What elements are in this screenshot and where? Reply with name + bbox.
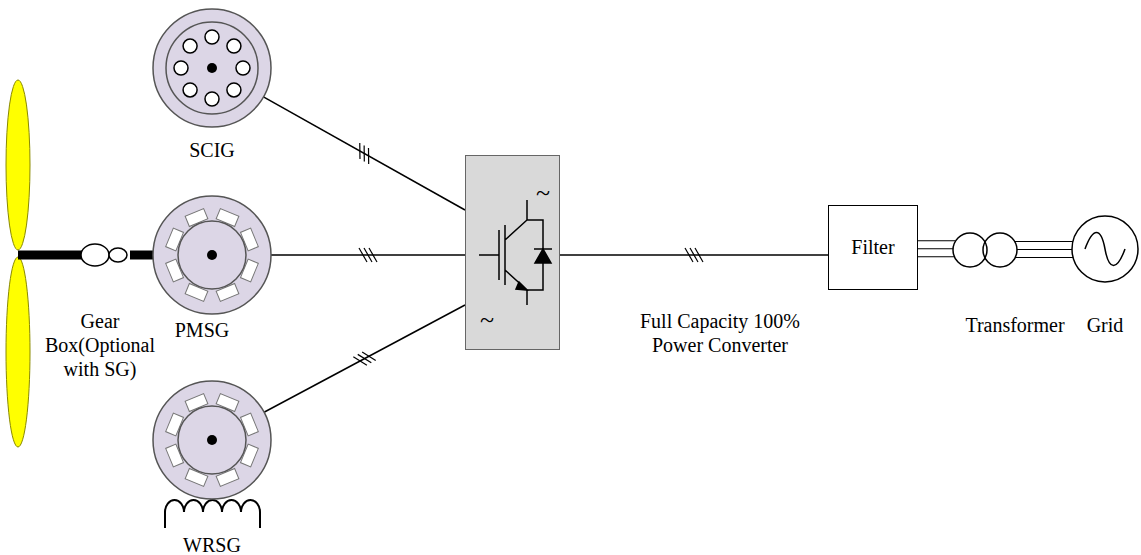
gear-box: Gear Box(Optional with SG) — [80, 243, 130, 267]
node-caption: Gear Box(Optional with SG) — [35, 309, 165, 381]
wrsg-generator: WRSG — [152, 380, 272, 500]
node-label: WRSG — [183, 533, 241, 555]
turbine-blade — [6, 257, 30, 447]
grid-source: Grid — [1071, 215, 1139, 283]
ac-symbol: ~ — [536, 177, 550, 208]
node-label: PMSG — [175, 318, 229, 342]
turbine-blade — [6, 80, 30, 250]
wrsg-generator-outline — [152, 380, 272, 500]
three-phase-connector — [263, 97, 465, 210]
scig-generator: SCIG — [152, 8, 272, 128]
node-label: Filter — [851, 235, 894, 259]
drive-shaft — [130, 255, 153, 256]
pmsg-generator: PMSG — [152, 195, 272, 315]
three-phase-connector — [1015, 242, 1073, 258]
shaft — [18, 251, 84, 260]
power-converter: ~~Full Capacity 100% Power Converter — [465, 155, 560, 350]
node-label: SCIG — [189, 138, 235, 162]
node-label: Grid — [1087, 313, 1124, 337]
transformer: Transformer — [952, 232, 1020, 268]
transformer-outline — [952, 232, 1020, 268]
three-phase-connector — [560, 248, 828, 262]
node-caption: Full Capacity 100% Power Converter — [628, 309, 813, 357]
grid-source-outline — [1071, 215, 1139, 283]
three-phase-connector — [271, 248, 465, 262]
node-label: Transformer — [965, 313, 1064, 337]
ac-symbol: ~ — [480, 304, 494, 335]
field-coil — [165, 500, 260, 528]
filter-box: Filter — [828, 205, 918, 290]
scig-generator-outline — [152, 8, 272, 128]
pmsg-generator-outline — [152, 195, 272, 315]
three-phase-connector — [264, 305, 465, 412]
gear-box-outline — [80, 243, 130, 267]
three-phase-connector — [918, 241, 955, 257]
